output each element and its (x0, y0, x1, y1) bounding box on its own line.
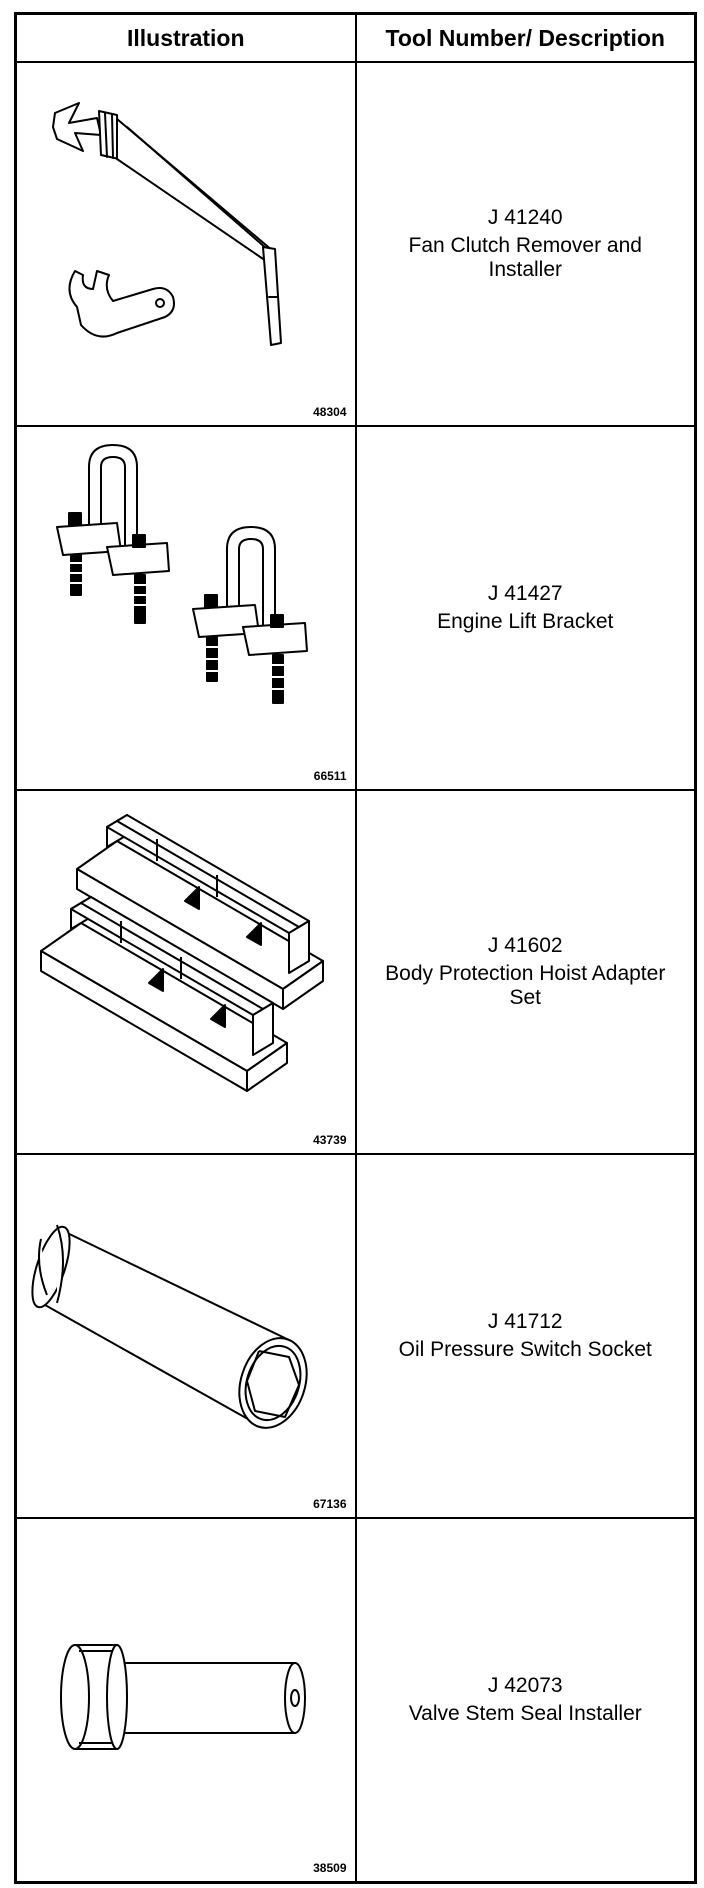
fan-clutch-wrench-icon (52, 102, 282, 346)
illustration-cell: 48304 (14, 61, 357, 427)
tool-number: J 41602 (487, 934, 563, 957)
illustration-header: Illustration (14, 12, 357, 63)
table-header-row: Illustration Tool Number/ Description (14, 12, 697, 63)
lift-bracket-icon (56, 444, 308, 704)
description-cell: J 41427 Engine Lift Bracket (354, 425, 697, 791)
illustration-cell: 66511 (14, 425, 357, 791)
figure-number: 38509 (313, 1860, 347, 1875)
tool-number: J 42073 (487, 1673, 563, 1697)
tool-number: J 41240 (487, 206, 563, 229)
table-row: 38509 J 42073 Valve Stem Seal Installer (14, 1517, 697, 1883)
hoist-adapter-icon (40, 814, 324, 1092)
seal-installer-icon (60, 1644, 306, 1750)
figure-number: 66511 (313, 769, 347, 783)
tool-number: J 41712 (487, 1310, 563, 1333)
illustration-cell: 67136 (14, 1153, 357, 1519)
tool-description: Valve Stem Seal Installer (408, 1701, 642, 1725)
description-cell: J 42073 Valve Stem Seal Installer (354, 1517, 697, 1883)
description-cell: J 41712 Oil Pressure Switch Socket (354, 1153, 697, 1519)
tool-description: Engine Lift Bracket (437, 610, 614, 633)
illustration-cell: 38509 (14, 1517, 357, 1883)
tool-table-page: Illustration Tool Number/ Description (14, 12, 697, 1884)
description-cell: J 41602 Body Protection Hoist Adapter Se… (354, 789, 697, 1155)
figure-number: 67136 (313, 1497, 347, 1511)
tool-description: Oil Pressure Switch Socket (398, 1338, 652, 1361)
tool-number: J 41427 (487, 582, 563, 605)
table-row: 67136 J 41712 Oil Pressure Switch Socket (14, 1153, 697, 1519)
table-row: 66511 J 41427 Engine Lift Bracket (14, 425, 697, 791)
tool-description: Body Protection Hoist Adapter Set (385, 962, 666, 1009)
tool-number-description-header: Tool Number/ Description (354, 12, 697, 63)
illustration-cell: 43739 (14, 789, 357, 1155)
special-tools-table: Illustration Tool Number/ Description (14, 12, 697, 1884)
description-cell: J 41240 Fan Clutch Remover and Installer (354, 61, 697, 427)
figure-number: 48304 (313, 405, 347, 419)
socket-icon (31, 1224, 308, 1429)
tool-description: Fan Clutch Remover and Installer (408, 234, 642, 281)
table-row: 48304 J 41240 Fan Clutch Remover and Ins… (14, 61, 697, 427)
table-row: 43739 J 41602 Body Protection Hoist Adap… (14, 789, 697, 1155)
figure-number: 43739 (313, 1133, 347, 1147)
